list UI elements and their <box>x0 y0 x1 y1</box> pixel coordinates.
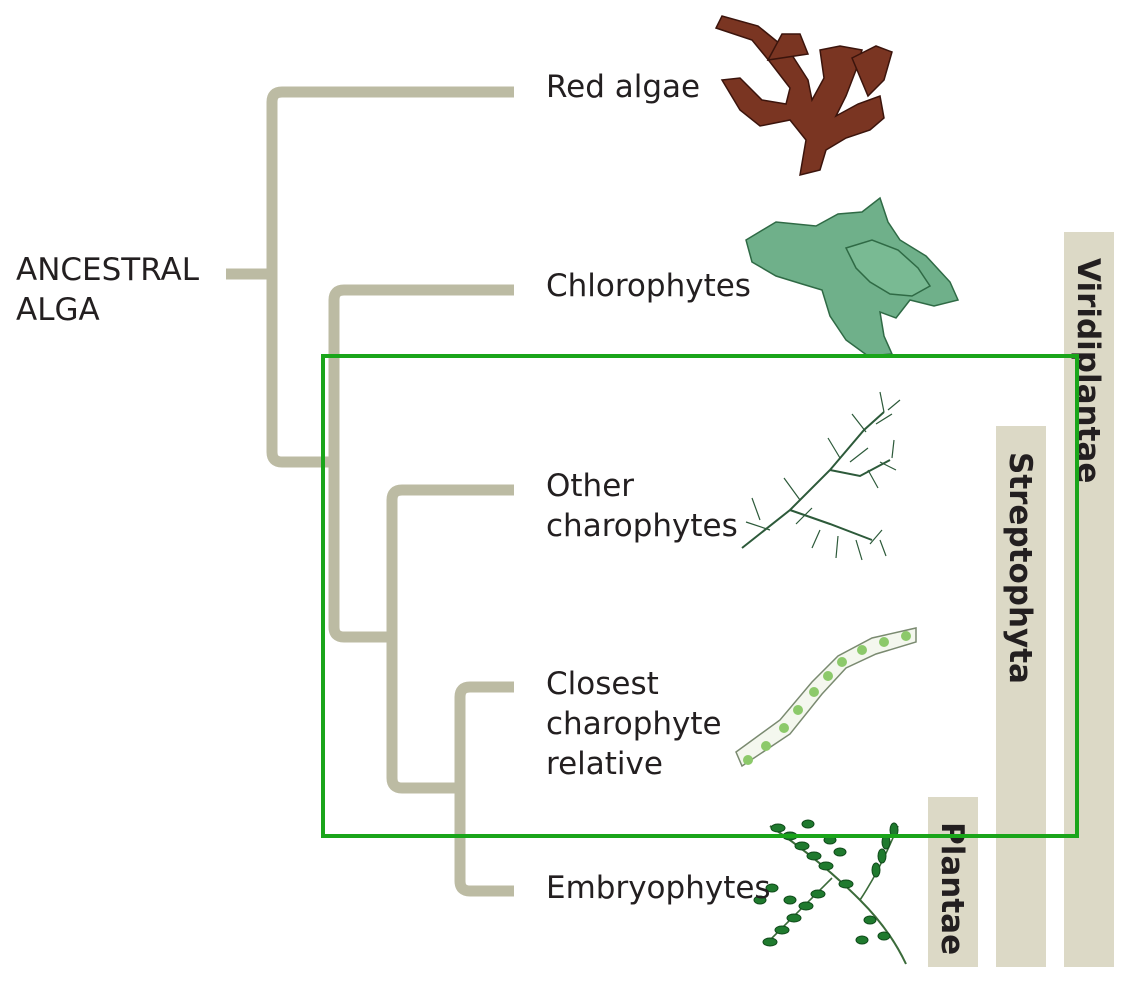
plantae-bar <box>928 797 978 967</box>
tree-branches <box>226 86 514 897</box>
branch-plantae-split <box>454 681 514 897</box>
streptophyta-bar <box>996 426 1046 967</box>
taxon-label-line: relative <box>546 746 663 782</box>
taxon-label-embryophytes: Embryophytes <box>546 868 771 908</box>
branch-viridiplantae-split <box>328 284 514 643</box>
taxon-label-line: charophytes <box>546 508 738 544</box>
red-algae-icon <box>714 15 893 177</box>
taxon-label-red-algae: Red algae <box>546 67 700 107</box>
filamentous-alga-icon <box>735 627 917 768</box>
taxon-label-line: Other <box>546 468 635 504</box>
branch-streptophyta-split <box>386 484 514 794</box>
root-label: ANCESTRAL ALGA <box>16 250 199 330</box>
taxon-label-other-charophytes: Other charophytes <box>546 466 738 546</box>
taxon-label-line: charophyte <box>546 706 722 742</box>
chlorophyte-icon <box>745 196 960 357</box>
fern-icon <box>753 819 907 965</box>
taxon-label-line: Chlorophytes <box>546 268 751 304</box>
taxon-label-chlorophytes: Chlorophytes <box>546 266 751 306</box>
taxon-label-closest-charophyte-relative: Closest charophyte relative <box>546 664 722 784</box>
taxon-label-line: Closest <box>546 666 659 702</box>
other-charophyte-icon <box>741 391 901 561</box>
branch-red-algae-split <box>266 86 514 468</box>
root-label-line1: ANCESTRAL <box>16 252 200 288</box>
taxon-label-line: Embryophytes <box>546 870 771 906</box>
highlight-box <box>321 354 1079 838</box>
root-label-line2: ALGA <box>16 292 100 328</box>
taxon-label-line: Red algae <box>546 69 701 105</box>
